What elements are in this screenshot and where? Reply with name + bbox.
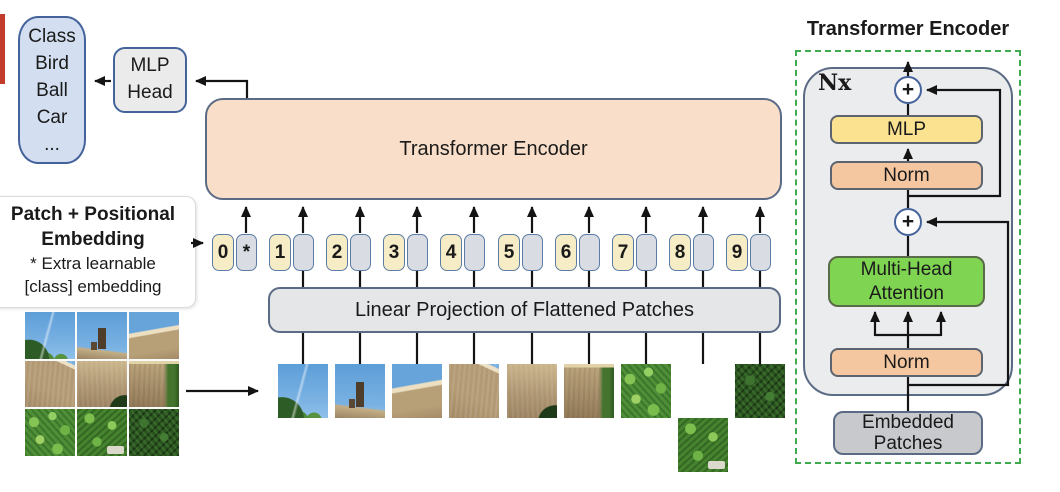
multi-head-attention-label: Multi-Head xyxy=(860,258,953,280)
position-embedding: 6 xyxy=(555,234,577,271)
note-title: Patch + Positional xyxy=(10,204,176,225)
image-cell-6 xyxy=(129,360,179,408)
token-pair-7: 7 xyxy=(612,234,657,271)
multi-head-attention-label: Attention xyxy=(869,282,944,304)
patch-embedding xyxy=(522,234,543,271)
position-embedding: 3 xyxy=(383,234,405,271)
patch-positional-embedding-note: Patch + Positional Embedding * Extra lea… xyxy=(0,196,196,308)
transformer-encoder-box: Transformer Encoder xyxy=(205,98,782,200)
add-node-bottom: + xyxy=(894,208,922,236)
class-label: Class xyxy=(28,26,76,47)
token-pair-6: 6 xyxy=(555,234,600,271)
norm-box-bottom: Norm xyxy=(830,348,983,377)
class-label: Ball xyxy=(36,80,68,101)
position-embedding: 5 xyxy=(498,234,520,271)
class-labels-box: Class Bird Ball Car ... xyxy=(18,16,86,164)
embedded-patches-label: Patches xyxy=(873,433,943,454)
mlp-head-label: Head xyxy=(127,82,173,103)
image-cell-8 xyxy=(77,409,127,456)
cropped-red-artifact xyxy=(0,14,5,84)
class-token: * xyxy=(236,234,257,271)
patch-embedding xyxy=(579,234,600,271)
patch-embedding xyxy=(464,234,485,271)
image-cell-3 xyxy=(129,312,179,359)
encoder-detail-title: Transformer Encoder xyxy=(806,18,1010,40)
note-subtitle: * Extra learnable xyxy=(30,254,156,273)
position-embedding: 4 xyxy=(440,234,462,271)
position-embedding: 0 xyxy=(212,234,234,271)
norm-box-top: Norm xyxy=(830,161,983,190)
mlp-head-label: MLP xyxy=(130,55,170,76)
image-patch-8 xyxy=(678,418,728,472)
note-subtitle: [class] embedding xyxy=(24,277,162,296)
image-cell-9 xyxy=(129,409,179,456)
position-embedding: 9 xyxy=(726,234,748,271)
position-embedding: 2 xyxy=(326,234,348,271)
class-label: Car xyxy=(36,107,68,128)
class-label: Bird xyxy=(35,53,69,74)
input-image xyxy=(25,312,179,456)
multi-head-attention-box: Multi-Head Attention xyxy=(828,256,985,307)
image-cell-1 xyxy=(25,312,75,359)
class-label: ... xyxy=(44,134,60,155)
token-pair-9: 9 xyxy=(726,234,771,271)
mlp-box: MLP xyxy=(830,115,983,144)
arrow-encoder-to-mlp-head xyxy=(195,76,249,99)
token-pair-4: 4 xyxy=(440,234,485,271)
image-patch-4 xyxy=(449,364,499,418)
image-patch-9 xyxy=(735,364,785,418)
image-patch-1 xyxy=(278,364,328,418)
patch-embedding xyxy=(636,234,657,271)
mlp-head-box: MLP Head xyxy=(113,47,187,113)
patch-embedding xyxy=(750,234,771,271)
patch-embedding xyxy=(693,234,714,271)
token-pair-5: 5 xyxy=(498,234,543,271)
image-patch-7 xyxy=(621,364,671,418)
patch-embedding xyxy=(293,234,314,271)
encoder-detail-dashed-border xyxy=(795,50,1021,464)
repeat-count-label: Nx xyxy=(818,70,852,96)
embedded-patches-box: Embedded Patches xyxy=(833,411,983,455)
image-patch-3 xyxy=(392,364,442,418)
patch-embedding xyxy=(407,234,428,271)
image-cell-2 xyxy=(77,312,127,359)
image-patch-5 xyxy=(507,364,557,418)
token-pair-1: 1 xyxy=(269,234,314,271)
add-node-top: + xyxy=(894,76,922,104)
token-pair-3: 3 xyxy=(383,234,428,271)
linear-projection-box: Linear Projection of Flattened Patches xyxy=(268,287,781,333)
token-pair-2: 2 xyxy=(326,234,371,271)
position-embedding: 7 xyxy=(612,234,634,271)
image-cell-4 xyxy=(25,360,75,408)
patch-embedding xyxy=(350,234,371,271)
note-title: Embedding xyxy=(41,229,145,250)
token-pair-0: 0 * xyxy=(212,234,257,271)
embedded-patches-label: Embedded xyxy=(862,412,954,433)
image-patch-2 xyxy=(335,364,385,418)
image-patch-6 xyxy=(564,364,614,418)
token-pair-8: 8 xyxy=(669,234,714,271)
residual-connection-mlp xyxy=(908,85,1002,198)
image-cell-5 xyxy=(77,360,127,408)
residual-connection-attention xyxy=(908,217,1010,387)
position-embedding: 8 xyxy=(669,234,691,271)
image-cell-7 xyxy=(25,409,75,456)
position-embedding: 1 xyxy=(269,234,291,271)
